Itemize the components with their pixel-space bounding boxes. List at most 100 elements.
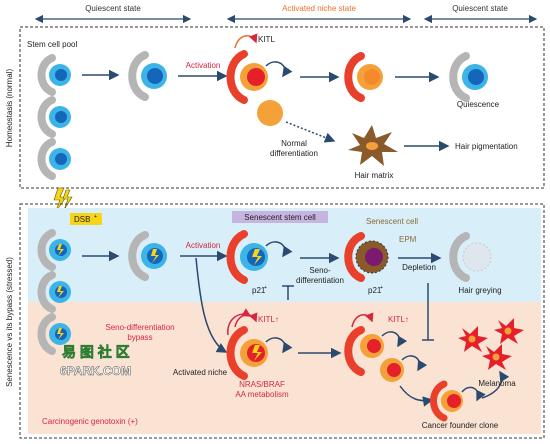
activated-stem-cell: KITL — [226, 33, 293, 104]
senescent-cell-group — [344, 232, 389, 282]
kitl-arc — [351, 312, 374, 328]
dna-damage-icon — [252, 345, 262, 361]
bypass-zone-bg — [28, 302, 541, 434]
niche-crescent — [37, 96, 56, 138]
dna-damage-icon — [252, 249, 262, 265]
dna-damage-icon — [57, 244, 64, 256]
founder-cell-nucleus — [447, 394, 461, 408]
watermark: 易 图 社 区 6PARK.COM — [60, 344, 132, 379]
aa-metabolism-label: AA metabolism — [235, 390, 289, 399]
differentiating-cell-body — [257, 100, 283, 126]
activated-niche-crescent — [344, 232, 365, 282]
dsb-superscript: + — [94, 214, 97, 220]
stem-cell-nucleus — [468, 69, 484, 85]
dsb-label: DSB — [74, 215, 90, 224]
melanoma-nucleus — [492, 353, 500, 361]
depletion-label: Depletion — [402, 263, 436, 272]
dna-damage-icon — [151, 249, 159, 263]
hair-greying-cell — [449, 232, 492, 282]
normal-differentiation-line2: differentiation — [270, 149, 318, 158]
watermark-en: 6PARK.COM — [60, 364, 131, 378]
activated-cell-nucleus — [247, 68, 265, 86]
kitl-label: KITL — [258, 35, 275, 44]
kitl-up-label-a: KITL↑ — [258, 315, 279, 324]
clone-cell-nucleus — [387, 363, 401, 377]
quiescence-cell-group — [449, 52, 488, 102]
stem-cell-pool — [37, 54, 71, 180]
header-activated-niche: Activated niche state — [282, 4, 356, 13]
stem-cell-nucleus — [55, 111, 67, 123]
stem-cell-nucleus — [55, 69, 67, 81]
senescent-stem-cell-bar — [232, 211, 328, 223]
dna-damage-icon — [57, 328, 64, 340]
stem-cell-pool-label: Stem cell pool — [27, 40, 77, 49]
activation-label-bottom: Activation — [186, 241, 221, 250]
hair-pigmentation-label: Hair pigmentation — [455, 142, 518, 151]
kitl-up-label-b: KITL↑ — [388, 315, 409, 324]
watermark-cn: 易 图 社 区 — [62, 344, 130, 360]
niche-crescent — [128, 231, 149, 281]
progenitor-nucleus — [364, 69, 380, 85]
expanding-clone — [344, 312, 428, 382]
senescent-stem-cell — [226, 230, 293, 284]
senescent-cell-label: Senescent cell — [366, 217, 418, 226]
p21-label-b: p21 — [368, 286, 382, 295]
p21-superscript-a: + — [264, 285, 267, 291]
niche-crescent — [37, 271, 56, 313]
activated-niche-crescent — [344, 52, 365, 102]
self-renewal-loop — [265, 61, 293, 78]
senescent-stem-cell-label: Senescent stem cell — [244, 213, 316, 222]
niche-crescent — [37, 138, 56, 180]
inhibition-depletion — [422, 283, 434, 341]
kitl-arc — [227, 308, 252, 336]
dna-damage-icon — [57, 286, 64, 298]
melanoma-label: Melanoma — [478, 379, 516, 388]
arrow-bypass — [195, 257, 228, 353]
activated-niche-crescent — [344, 326, 365, 376]
damaged-quiescent-cell — [128, 231, 167, 281]
activated-niche-crescent — [226, 230, 248, 284]
clone-cell-nucleus — [367, 339, 381, 353]
activated-niche-label: Activated niche — [173, 368, 228, 377]
stem-cell-nucleus — [55, 153, 67, 165]
quiescent-stem-cell — [128, 51, 167, 101]
cancer-founder-clone — [430, 380, 486, 422]
niche-crescent — [37, 313, 56, 355]
dotted-arrow-differentiation — [285, 121, 336, 143]
normal-differentiation-line1: Normal — [281, 139, 307, 148]
self-renewal-loop — [265, 337, 293, 354]
seno-bypass-line1: Seno-differentiation — [105, 323, 174, 332]
niche-crescent — [37, 229, 56, 271]
niche-crescent — [449, 52, 470, 102]
carcinogenic-genotoxin-label: Carcinogenic genotoxin (+) — [42, 417, 138, 426]
seno-differentiation-line1: Seno- — [309, 266, 331, 275]
niche-crescent — [37, 54, 56, 96]
depleted-cell-ghost — [462, 242, 492, 272]
seno-differentiation-line2: differentiation — [296, 276, 344, 285]
bypass-activated-cell — [226, 308, 293, 380]
activation-label-top: Activation — [186, 61, 221, 70]
side-label-senescence: Senescence vs its bypass (stressed) — [5, 257, 14, 387]
header-row: Quiescent state Activated niche state Qu… — [34, 4, 538, 24]
self-renewal-loop — [265, 241, 293, 258]
side-label-homeostasis: Homeostasis (normal) — [5, 69, 14, 148]
senescent-cell-nucleus — [365, 248, 383, 266]
stem-cell-nucleus — [147, 68, 163, 84]
quiescence-label: Quiescence — [457, 100, 500, 109]
activated-niche-crescent — [430, 380, 448, 422]
bottom-panel — [19, 203, 545, 439]
activated-niche-crescent — [226, 50, 248, 104]
p21-label-a: p21 — [252, 286, 266, 295]
seno-bypass-line2: bypass — [127, 333, 152, 342]
damaged-stem-cell-pool — [37, 229, 71, 355]
hair-matrix-label: Hair matrix — [355, 171, 394, 180]
self-renewal-loop — [381, 331, 408, 348]
dsb-badge — [70, 213, 102, 225]
self-renewal-loop — [401, 355, 428, 372]
self-renewal-loop — [461, 386, 486, 402]
hair-greying-label: Hair greying — [458, 286, 501, 295]
header-quiescent-left: Quiescent state — [85, 4, 141, 13]
melanoma-nucleus — [468, 335, 476, 343]
kitl-arc — [234, 33, 258, 49]
